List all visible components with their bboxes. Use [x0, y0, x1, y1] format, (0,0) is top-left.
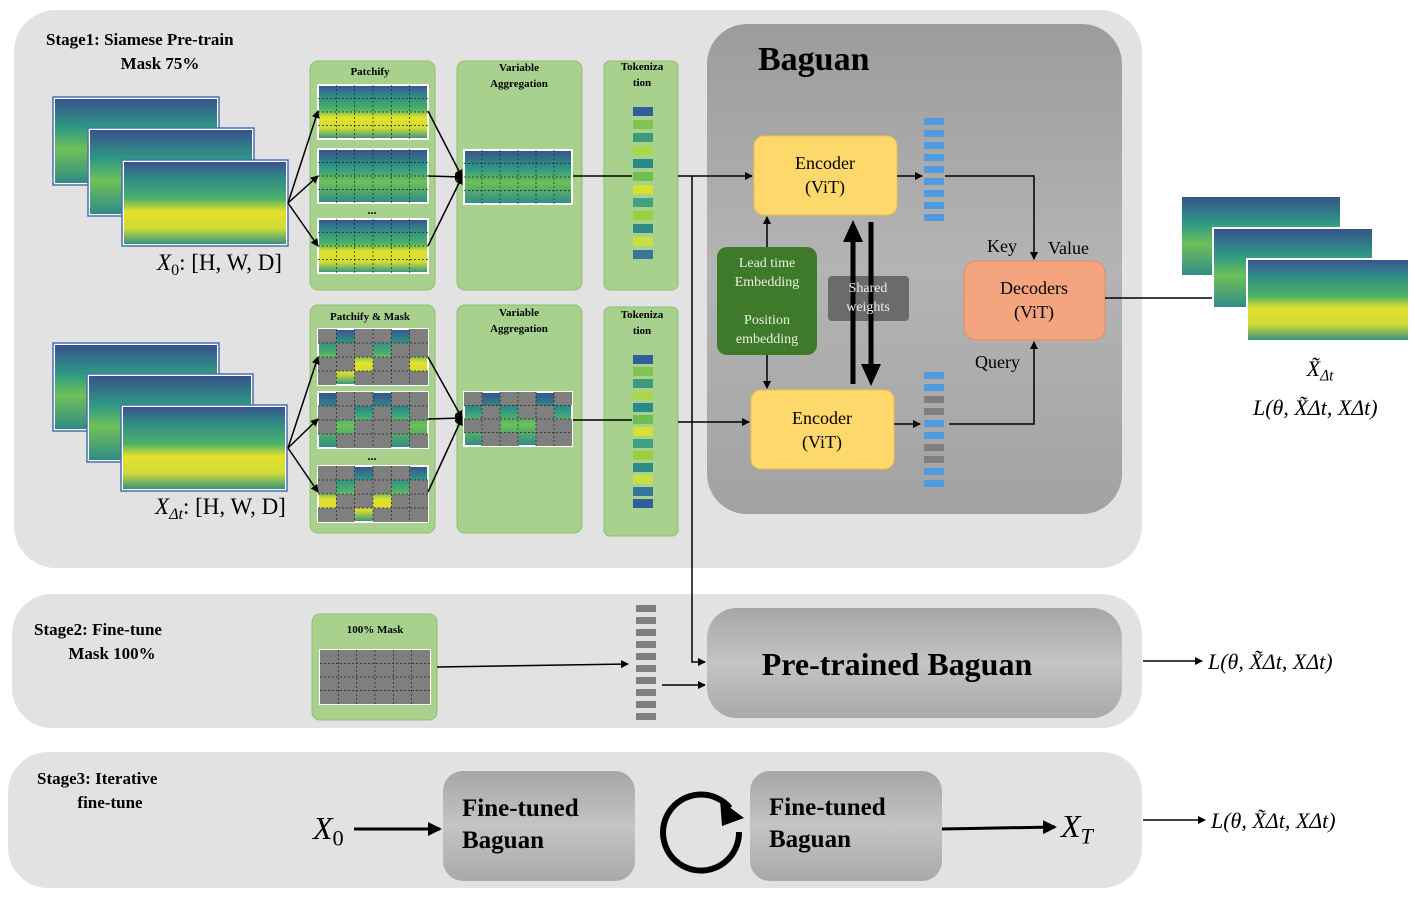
pretrained-baguan-box[interactable] — [707, 608, 1122, 718]
encoder-top-box[interactable] — [753, 135, 898, 216]
finetuned-baguan-box-2[interactable] — [750, 771, 942, 881]
connector-arrows — [287, 110, 1212, 836]
token-stacks — [633, 107, 944, 720]
decoder-box[interactable] — [963, 260, 1106, 341]
encoder-bottom-box[interactable] — [750, 389, 895, 470]
patch-tiles — [317, 84, 573, 705]
output-maps — [1180, 195, 1410, 342]
shared-weight-arrows — [843, 220, 881, 386]
cycle-icon — [660, 791, 744, 874]
input-maps-xdt — [52, 342, 288, 492]
finetuned-baguan-box-1[interactable] — [443, 771, 635, 881]
embedding-box[interactable] — [717, 247, 817, 355]
